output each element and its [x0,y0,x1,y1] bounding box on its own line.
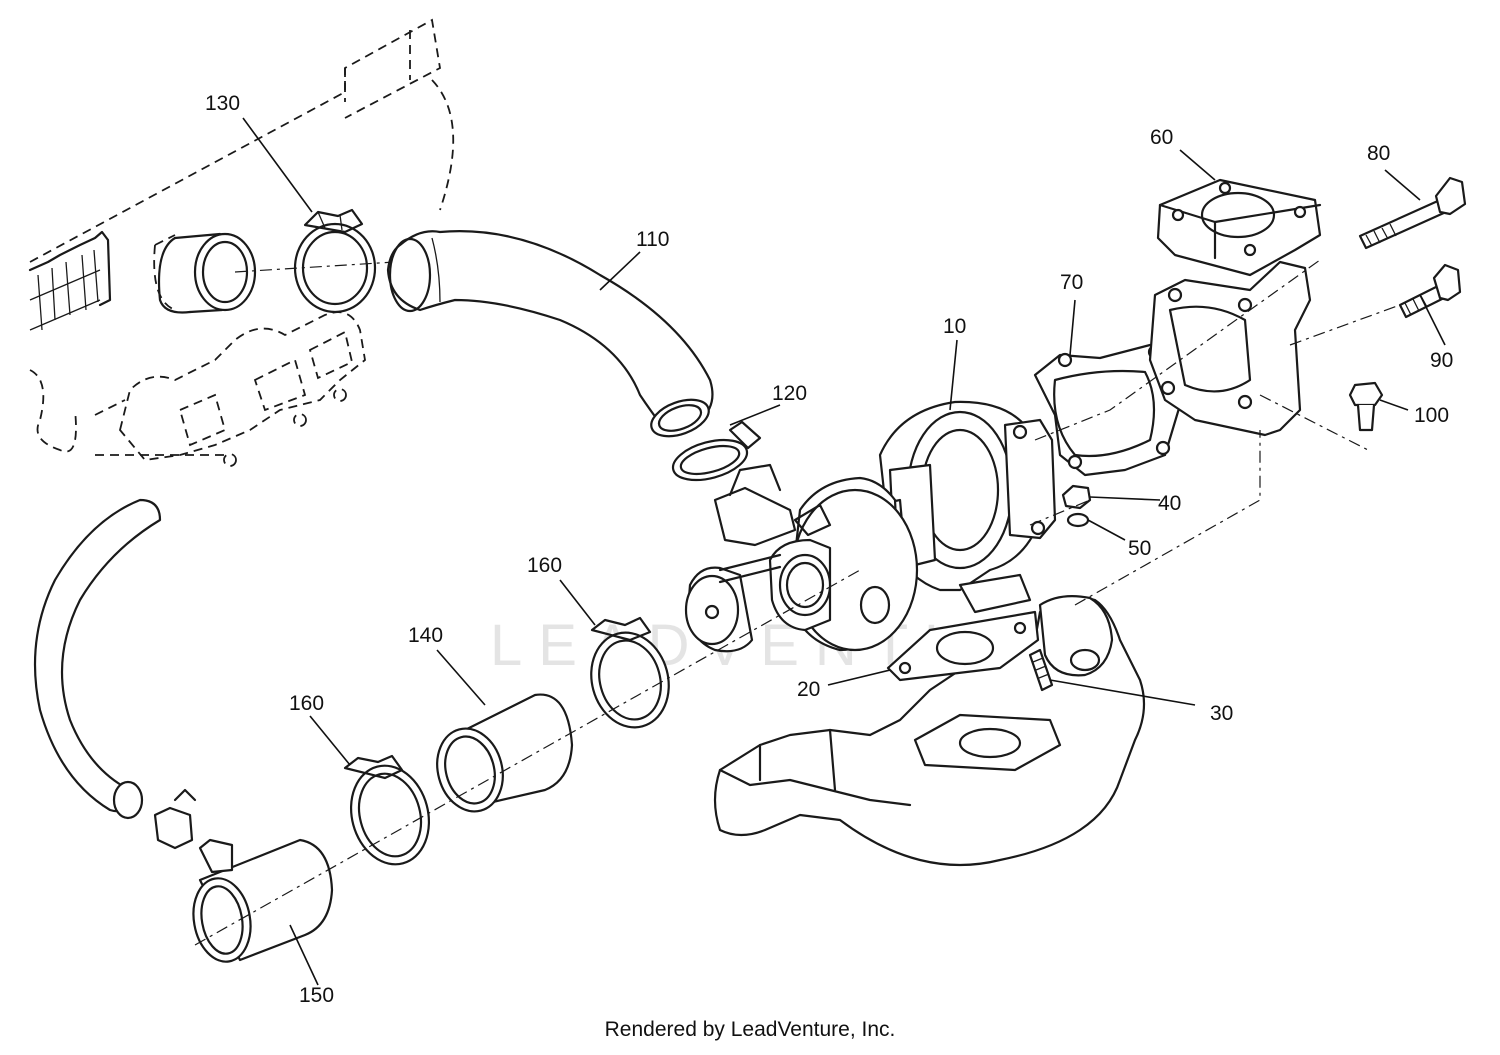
callout-120: 120 [772,382,807,405]
turbocharger-10 [684,400,1057,653]
hose-clamp-160-lower [343,754,431,866]
gasket-20 [886,610,1040,682]
callout-160-upper: 160 [527,554,562,577]
callout-20: 20 [797,678,820,701]
vent-hose [33,498,197,850]
intake-pipe-stub [157,232,257,314]
callout-160-lower: 160 [289,692,324,715]
callout-70: 70 [1060,271,1083,294]
plug-100 [1348,381,1384,432]
axis-hose-line [194,569,861,946]
callout-80: 80 [1367,142,1390,165]
axis-exhaust-line [1074,430,1261,606]
hose-clamp-130 [293,208,377,314]
callout-50: 50 [1128,537,1151,560]
callout-90: 90 [1430,349,1453,372]
leader-lines [242,117,1446,986]
washer-50 [1066,512,1090,528]
callout-30: 30 [1210,702,1233,725]
bolt-90 [1398,263,1462,319]
callout-130: 130 [205,92,240,115]
tube-150 [192,838,334,963]
callout-labels: 130 110 120 10 60 70 80 90 100 40 50 30 … [205,92,1453,1007]
callout-100: 100 [1414,404,1449,427]
axis-130 [234,261,396,273]
stud-30 [1028,648,1054,692]
hose-clamp-160-upper [590,616,670,729]
engine-block-outline [28,18,455,467]
hose-140 [436,693,574,813]
callout-140: 140 [408,624,443,647]
callout-60: 60 [1150,126,1173,149]
axis-gasket-line [1034,259,1321,441]
intake-hose-110 [386,230,714,438]
hose-clamp-120 [671,420,762,482]
callout-110: 110 [636,228,669,251]
callout-40: 40 [1158,492,1181,515]
axis-nut [1029,499,1091,526]
axis-bolt-90 [1289,304,1401,346]
nut-40 [1061,484,1092,510]
axis-plug-100 [1259,394,1369,451]
callout-150: 150 [299,984,334,1007]
callout-10: 10 [943,315,966,338]
bolt-80 [1358,176,1467,250]
exhaust-elbow-60 [1148,178,1322,437]
footer-credit: Rendered by LeadVenture, Inc. [604,1018,896,1041]
